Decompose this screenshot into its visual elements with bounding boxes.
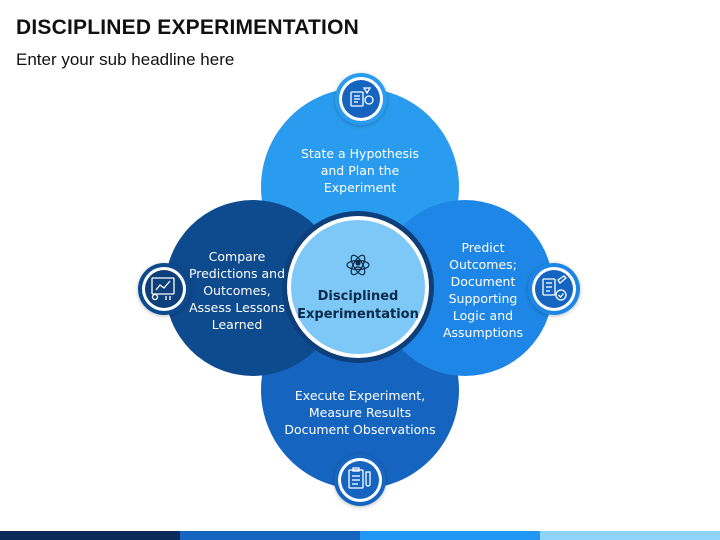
- center-circle: [291, 220, 425, 354]
- petal-bottom-label: Execute Experiment, Measure Results Docu…: [284, 388, 436, 437]
- clipboard-test-icon-badge: [334, 454, 386, 506]
- hypothesis-icon: [350, 87, 374, 107]
- page-subtitle: Enter your sub headline here: [16, 50, 235, 69]
- footer-bar-segment: [360, 531, 540, 540]
- footer-bar-segment: [0, 531, 180, 540]
- document-check-icon-badge: [528, 263, 580, 315]
- petal-top-label: State a Hypothesis and Plan the Experime…: [300, 146, 420, 195]
- atom-person-icon: [346, 254, 370, 276]
- clipboard-test-icon: [348, 467, 371, 489]
- footer-bar: [0, 531, 720, 540]
- footer-bar-segment: [540, 531, 720, 540]
- center-label: Disciplined Experimentation: [297, 289, 419, 322]
- hypothesis-icon-badge: [335, 73, 387, 125]
- petal-right: [377, 200, 553, 376]
- petal-left-label: Compare Predictions and Outcomes, Assess…: [188, 249, 286, 332]
- page-title: DISCIPLINED EXPERIMENTATION: [16, 16, 359, 39]
- document-check-icon: [542, 275, 567, 301]
- analysis-chart-icon-badge: [138, 263, 190, 315]
- analysis-chart-icon: [151, 277, 175, 301]
- petal-right-label: Predict Outcomes; Document Supporting Lo…: [442, 240, 524, 340]
- footer-bar-segment: [180, 531, 360, 540]
